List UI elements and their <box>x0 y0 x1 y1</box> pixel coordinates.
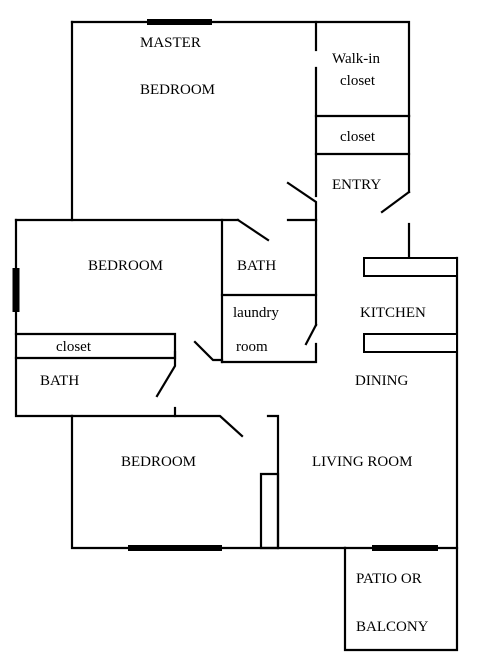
wall-master-top <box>70 20 411 118</box>
label-patio-1: PATIO OR <box>356 571 422 587</box>
wall-closet-left <box>14 332 177 360</box>
wall-entry-door-right <box>380 190 411 214</box>
wall-laundry-door <box>304 323 318 346</box>
label-dining: DINING <box>355 373 408 389</box>
label-master-1: MASTER <box>140 35 201 51</box>
label-laundry-1: laundry <box>233 305 279 321</box>
wall-laundry-bottom <box>220 342 318 364</box>
label-bath-center: BATH <box>237 258 276 274</box>
label-bath-left: BATH <box>40 373 79 389</box>
label-patio-2: BALCONY <box>356 619 429 635</box>
walls <box>14 20 459 652</box>
room-labels: MASTER BEDROOM Walk-in closet closet ENT… <box>40 35 429 635</box>
wall-patio <box>343 546 459 652</box>
label-laundry-2: room <box>236 339 268 355</box>
label-closet-entry: closet <box>340 129 376 145</box>
wall-bottom-bedroom-left <box>70 414 347 550</box>
kitchen-counter-top <box>363 257 458 277</box>
label-entry: ENTRY <box>332 177 381 193</box>
label-kitchen: KITCHEN <box>360 305 426 321</box>
label-closet-left: closet <box>56 339 92 355</box>
wall-right-outer <box>343 256 459 550</box>
wall-laundry-door-left <box>193 340 224 362</box>
label-bedroom-middle: BEDROOM <box>88 258 163 274</box>
wall-bedroom-door <box>236 218 270 242</box>
label-master-2: BEDROOM <box>140 82 215 98</box>
wall-closet-box <box>314 114 411 156</box>
label-bedroom-bottom: BEDROOM <box>121 454 196 470</box>
label-walkin-2: closet <box>340 73 376 89</box>
wall-bath-left-door <box>155 350 177 398</box>
wall-pantry <box>259 472 280 550</box>
windows <box>12 19 438 551</box>
kitchen-counter-bottom <box>363 333 458 353</box>
wall-entry-door-left <box>286 181 318 222</box>
wall-bottom-bedroom-top <box>70 414 244 438</box>
label-living-room: LIVING ROOM <box>312 454 412 470</box>
wall-living-divider <box>266 414 280 550</box>
label-walkin-1: Walk-in <box>332 51 380 67</box>
